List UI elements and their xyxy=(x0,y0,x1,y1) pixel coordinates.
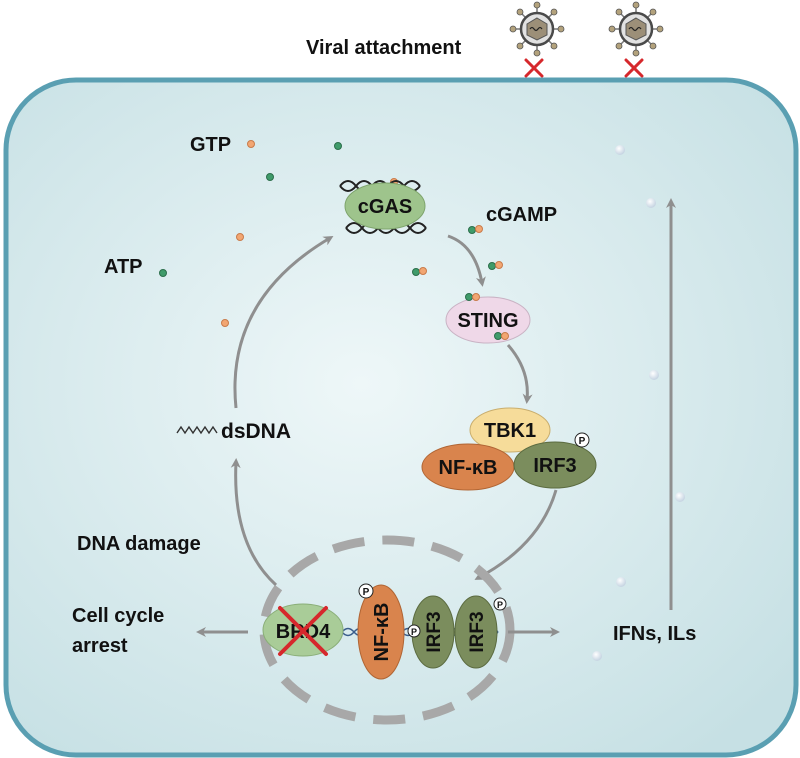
dna-helix-icon xyxy=(176,425,218,435)
nuclear-irf3-label-b: IRF3 xyxy=(467,611,488,652)
dna-damage-label: DNA damage xyxy=(77,533,201,555)
irf3-protein xyxy=(513,441,597,489)
phosphate-icon: P xyxy=(493,597,507,611)
dsdna-label: dsDNA xyxy=(221,420,291,443)
ifns-ils-label: IFNs, ILs xyxy=(613,623,696,645)
cgas-protein xyxy=(344,182,426,230)
cell-cycle-label: Cell cycle xyxy=(72,605,164,627)
virus-icon xyxy=(509,1,565,57)
phosphate-icon: P xyxy=(574,432,590,448)
sting-label: STING xyxy=(457,310,518,332)
phosphate-icon: P xyxy=(358,583,374,599)
svg-text:P: P xyxy=(579,436,586,447)
cytokine-dots xyxy=(592,145,685,661)
arrow-complex-to-nucleus xyxy=(474,489,558,580)
virus-icon xyxy=(608,1,664,57)
svg-text:P: P xyxy=(411,627,417,637)
arrow-dsdna-to-cgas xyxy=(233,235,334,409)
nuclear-nfkb-protein xyxy=(357,584,405,680)
cgamp-dots xyxy=(468,225,503,270)
atp-label: ATP xyxy=(104,256,143,278)
cross-icon xyxy=(278,606,328,656)
phosphate-icon: P xyxy=(407,624,421,638)
svg-text:P: P xyxy=(497,600,503,610)
cgas-label: cGAS xyxy=(358,196,412,218)
nucleus-envelope xyxy=(259,535,515,725)
tbk1-protein xyxy=(469,407,551,453)
cross-icon xyxy=(624,58,644,78)
svg-text:P: P xyxy=(363,587,370,598)
sting-protein xyxy=(445,296,531,344)
arrow-brd4-to-dsdna xyxy=(230,458,278,587)
cross-icon xyxy=(524,58,544,78)
gtp-label: GTP xyxy=(190,134,231,156)
sting-bound-dots xyxy=(465,293,509,340)
arrow-sting-to-tbk1 xyxy=(506,344,533,404)
nuclear-irf3-label-a: IRF3 xyxy=(424,611,445,652)
nucleotide-dots xyxy=(159,140,427,327)
irf3-label: IRF3 xyxy=(533,455,576,477)
arrow-cgas-to-sting xyxy=(447,234,486,287)
nuclear-irf3-protein-b xyxy=(454,595,498,669)
nuclear-nfkb-label: NF-κB xyxy=(371,603,393,662)
viral-attachment-label: Viral attachment xyxy=(306,37,462,59)
cell-membrane xyxy=(3,77,799,758)
cell-cycle-label-line2: arrest xyxy=(72,635,128,657)
cgamp-label: cGAMP xyxy=(486,204,557,226)
tbk1-label: TBK1 xyxy=(484,420,536,442)
nfkb-label: NF-κB xyxy=(439,457,498,479)
